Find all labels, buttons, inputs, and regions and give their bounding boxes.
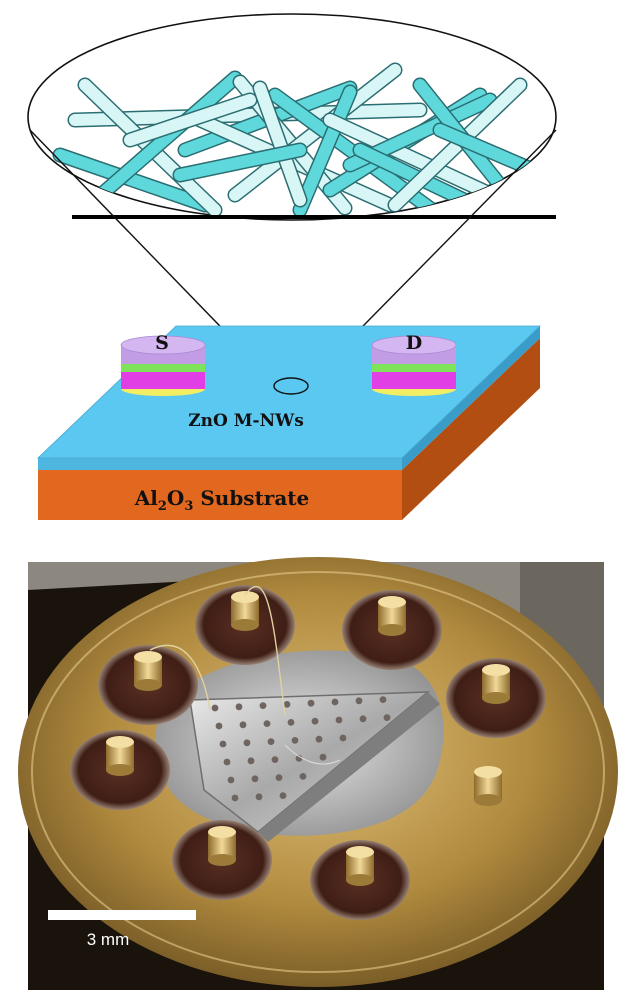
- electrode-dot: [355, 697, 363, 705]
- electrode-dot: [263, 720, 271, 727]
- electrode-dot: [331, 698, 339, 706]
- electrode-dot: [319, 753, 327, 761]
- source-label: S: [155, 332, 169, 354]
- source-electrode: [120, 335, 206, 396]
- electrode-dot: [287, 719, 295, 726]
- pin-base: [134, 679, 162, 691]
- electrode-dot: [307, 699, 315, 707]
- electrode-dot: [275, 774, 283, 781]
- electrode-dot: [219, 740, 227, 748]
- electrode-dot: [299, 773, 307, 780]
- pin-base: [346, 874, 374, 886]
- nanowire: [254, 82, 306, 206]
- magnified-view: [27, 13, 557, 385]
- electrode-dot: [255, 793, 263, 801]
- electrode-dot: [259, 702, 267, 709]
- electrode-dot: [223, 758, 231, 766]
- pin-base: [378, 624, 406, 636]
- electrode-dot: [291, 737, 299, 744]
- substrate-label: Al2O3 Substrate: [134, 486, 310, 514]
- nanowire-network: [52, 62, 553, 220]
- pin-top: [346, 846, 374, 858]
- pin-top: [106, 736, 134, 748]
- substrate-label-mid: O: [167, 486, 184, 510]
- electrode-dot: [267, 738, 275, 745]
- electrode-dot: [379, 696, 387, 703]
- electrode-dot: [279, 792, 287, 799]
- substrate-side: [402, 338, 540, 520]
- electrode-dot: [251, 775, 259, 783]
- electrode-dot: [383, 714, 391, 721]
- electrode-dot: [283, 701, 291, 708]
- scale-bar-label: 3 mm: [87, 930, 130, 949]
- pin-top: [482, 664, 510, 676]
- electrode-dot: [335, 716, 343, 724]
- nanowire: [194, 114, 396, 211]
- substrate-label-prefix: Al: [134, 486, 159, 510]
- electrode-dot: [243, 739, 251, 747]
- electrode-dot: [359, 715, 367, 723]
- film-side-edge: [402, 326, 540, 470]
- device-photo: 3 mm: [18, 557, 618, 990]
- pin-base: [482, 692, 510, 704]
- pin-top: [474, 766, 502, 778]
- electrode-dot: [235, 703, 243, 711]
- pin-top: [231, 591, 259, 603]
- pin-top: [378, 596, 406, 608]
- zoom-spot: [273, 377, 309, 395]
- film-front-edge: [38, 458, 402, 470]
- electrode-dot: [231, 794, 239, 802]
- electrode-dot: [315, 735, 323, 743]
- pin-base: [474, 794, 502, 806]
- substrate-label-suffix: Substrate: [193, 486, 309, 510]
- bond-wire-3: [284, 744, 341, 765]
- electrode-dot: [211, 704, 219, 712]
- bond-wire-2: [149, 644, 211, 711]
- electrode-dot: [271, 756, 279, 763]
- nanowire: [294, 86, 356, 216]
- pin-base: [106, 764, 134, 776]
- nanowire: [69, 104, 426, 126]
- nanowire: [54, 149, 211, 211]
- nanowire: [174, 144, 306, 181]
- electrode-dot: [311, 717, 319, 725]
- electrode-dot: [215, 722, 223, 730]
- pin-base: [231, 619, 259, 631]
- pin-top: [134, 651, 162, 663]
- electrode-dot: [339, 734, 347, 742]
- substrate-subscript-2: 3: [184, 499, 193, 514]
- nanowire: [89, 72, 241, 206]
- scale-bar: [48, 910, 196, 920]
- pin-base: [208, 854, 236, 866]
- electrode-dot: [227, 776, 235, 784]
- electrode-dot: [239, 721, 247, 729]
- pin-top: [208, 826, 236, 838]
- electrode-dot: [247, 757, 255, 765]
- substrate-front: [38, 470, 402, 520]
- drain-label: D: [406, 332, 422, 354]
- substrate-subscript-1: 2: [158, 499, 167, 514]
- nanowire: [124, 94, 256, 146]
- film-label: ZnO M-NWs: [188, 411, 304, 431]
- bond-wire-1: [244, 586, 286, 716]
- drain-electrode: [371, 335, 457, 396]
- device-schematic: S D ZnO M-NWs Al2O3 Substrate: [37, 325, 541, 520]
- header-pins: [70, 585, 546, 920]
